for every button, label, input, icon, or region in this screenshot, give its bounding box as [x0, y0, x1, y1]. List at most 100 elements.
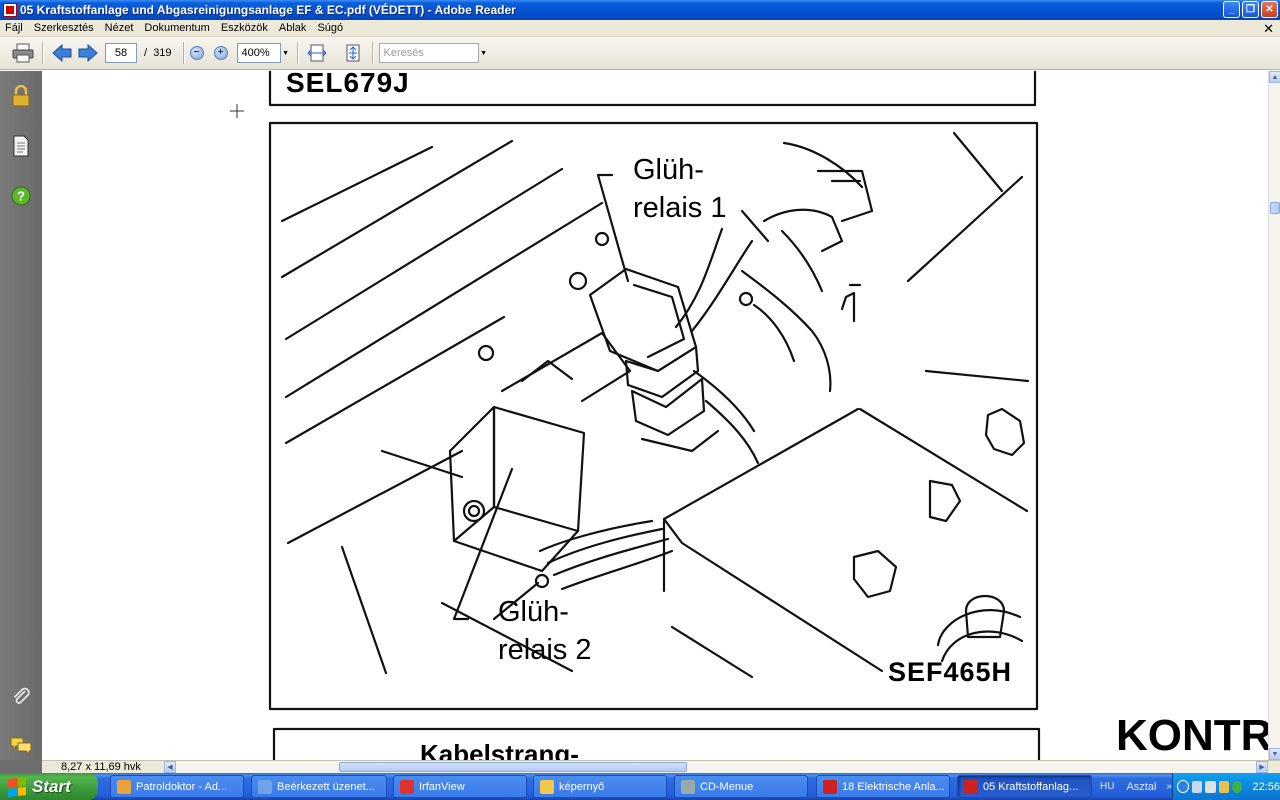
toolbar-separator [371, 42, 373, 64]
status-bar: 8,27 x 11,69 hvk ◀ ▶ [42, 760, 1280, 773]
close-button[interactable]: ✕ [1261, 1, 1278, 18]
clock[interactable]: 22:56 [1252, 780, 1280, 793]
windows-logo-icon [8, 776, 26, 797]
pdf-icon [823, 779, 837, 794]
mail-icon [258, 779, 272, 794]
help-icon: ? [11, 186, 31, 206]
previous-page-button[interactable] [49, 40, 75, 66]
taskbar-item-kraftstoffanlage[interactable]: 05 Kraftstoffanlag... [957, 775, 1092, 798]
update-icon[interactable] [1232, 780, 1243, 793]
task-label: IrfanView [419, 780, 465, 793]
callout-relais-1: Glüh- relais 1 [633, 151, 727, 227]
adobe-reader-icon [3, 3, 17, 17]
callout-1-line1: Glüh- [633, 154, 704, 186]
plus-icon: + [217, 47, 224, 58]
comments-icon [10, 737, 32, 756]
task-label: 05 Kraftstoffanlag... [983, 780, 1079, 793]
scroll-left-arrow[interactable]: ◀ [164, 761, 176, 773]
taskbar-item-irfanview[interactable]: IrfanView [393, 775, 527, 798]
lock-icon [12, 85, 30, 107]
security-tray-icon[interactable] [1218, 780, 1229, 793]
menu-file[interactable]: Fájl [5, 22, 23, 34]
document-view[interactable]: SEL679J Glüh- relais 1 Glüh- relais 2 SE… [42, 71, 1268, 760]
taskbar-item-patroldoktor[interactable]: Patroldoktor - Ad... [110, 775, 244, 798]
figure-ref-main: SEF465H [888, 657, 1013, 687]
zoom-dropdown-arrow[interactable]: ▼ [282, 49, 290, 57]
fit-page-button[interactable] [340, 40, 366, 66]
menu-tools[interactable]: Eszközök [220, 22, 268, 34]
security-button[interactable] [10, 85, 32, 107]
taskbar-item-cd-menue[interactable]: CD-Menue [674, 775, 808, 798]
taskbar-item-inbox[interactable]: Beérkezett üzenet... [251, 775, 387, 798]
browser-icon [117, 779, 131, 794]
callout-relais-2: Glüh- relais 2 [498, 593, 592, 669]
callout-1-line2: relais 1 [633, 192, 727, 224]
printer-icon [12, 43, 34, 63]
pages-icon [13, 135, 29, 157]
taskbar: Start Patroldoktor - Ad... Beérkezett üz… [0, 773, 1280, 800]
print-button[interactable] [10, 40, 36, 66]
menu-view[interactable]: Nézet [104, 22, 134, 34]
taskbar-item-elektrische-anlage[interactable]: 18 Elektrische Anla... [816, 775, 950, 798]
menu-window[interactable]: Ablak [278, 22, 307, 34]
task-label: CD-Menue [700, 780, 754, 793]
minimize-button[interactable]: _ [1223, 1, 1240, 18]
menu-document[interactable]: Dokumentum [144, 22, 210, 34]
vertical-scrollbar[interactable]: ▲ ▼ [1268, 71, 1280, 760]
pages-button[interactable] [10, 135, 32, 157]
start-label: Start [32, 776, 71, 796]
chevron-double-icon[interactable]: » [1166, 781, 1172, 792]
page-number-input[interactable]: 58 [105, 43, 137, 63]
fit-width-icon [307, 44, 326, 62]
callout-2-line2: relais 2 [498, 634, 592, 666]
horizontal-scroll-thumb[interactable] [339, 762, 687, 772]
menu-edit[interactable]: Szerkesztés [33, 22, 94, 34]
fit-page-icon [346, 44, 360, 62]
arrow-right-icon [78, 43, 98, 63]
zoom-out-button[interactable]: − [189, 46, 204, 60]
minus-icon: − [193, 47, 200, 58]
comments-button[interactable] [10, 735, 32, 757]
zoom-level-input[interactable]: 400% [236, 43, 281, 63]
navigation-pane-footer [0, 760, 42, 773]
task-label: képernyő [559, 780, 605, 793]
volume-icon[interactable] [1205, 780, 1216, 793]
next-page-button[interactable] [75, 40, 101, 66]
horizontal-scrollbar[interactable]: ◀ ▶ [164, 761, 1268, 773]
scroll-right-arrow[interactable]: ▶ [1256, 761, 1268, 773]
tray-expand-icon[interactable] [1177, 780, 1189, 793]
language-indicator[interactable]: HU [1100, 781, 1115, 792]
network-icon[interactable] [1191, 780, 1203, 793]
document-close-icon[interactable]: ✕ [1263, 21, 1274, 36]
page-illustration [230, 71, 1041, 760]
start-button[interactable]: Start [0, 773, 98, 800]
cd-icon [681, 779, 695, 794]
toolbar-separator [296, 42, 298, 64]
svg-text:?: ? [17, 189, 25, 204]
task-label: Patroldoktor - Ad... [136, 780, 228, 793]
page-separator: / [144, 47, 148, 59]
taskbar-item-kepernyo[interactable]: képernyő [533, 775, 667, 798]
search-dropdown-arrow[interactable]: ▼ [480, 49, 488, 57]
fit-width-button[interactable] [304, 40, 330, 66]
scroll-up-arrow[interactable]: ▲ [1269, 71, 1280, 83]
title-bar[interactable]: 05 Kraftstoffanlage und Abgasreinigungsa… [0, 0, 1280, 20]
desktop-toolbar-label[interactable]: Asztal [1126, 780, 1157, 793]
attachments-button[interactable] [10, 685, 32, 707]
attachment-icon [13, 687, 30, 704]
figure-ref-top: SEL679J [286, 71, 410, 98]
menu-bar: Fájl Szerkesztés Nézet Dokumentum Eszköz… [0, 20, 1280, 37]
help-button[interactable]: ? [10, 185, 32, 207]
vertical-scroll-thumb[interactable] [1270, 202, 1280, 214]
search-input[interactable]: Keresés [378, 43, 479, 63]
side-heading-partial: KONTR [1116, 711, 1268, 760]
window-controls: _ ❐ ✕ [1223, 1, 1278, 18]
scroll-down-arrow[interactable]: ▼ [1269, 748, 1280, 760]
quick-area: HU Asztal » [1100, 773, 1172, 800]
maximize-button[interactable]: ❐ [1242, 1, 1259, 18]
toolbar-separator [42, 42, 43, 64]
page-size-label: 8,27 x 11,69 hvk [61, 761, 141, 773]
task-label: 18 Elektrische Anla... [842, 780, 945, 793]
menu-help[interactable]: Súgó [317, 22, 344, 34]
zoom-in-button[interactable]: + [213, 46, 228, 60]
